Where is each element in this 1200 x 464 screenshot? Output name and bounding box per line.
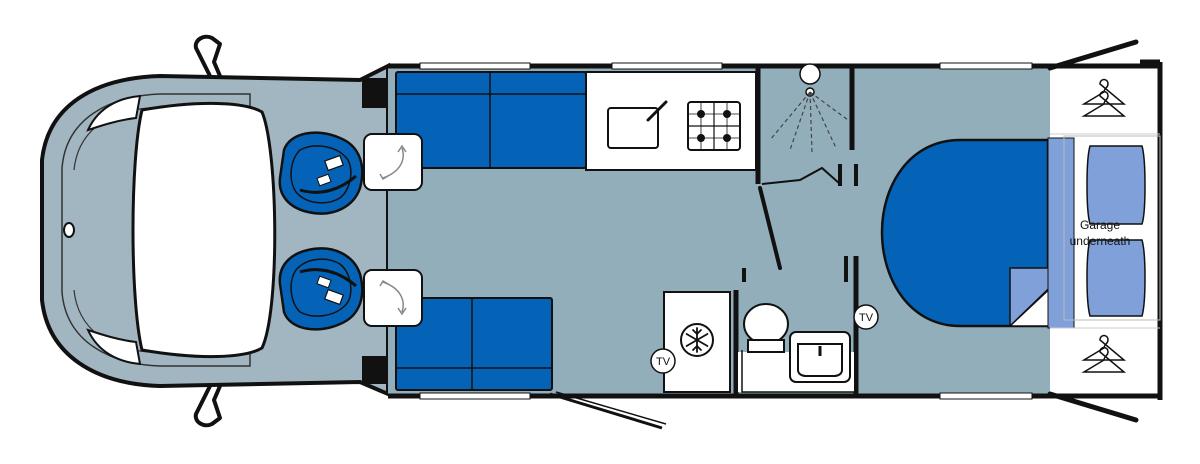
- driver-seat: [278, 131, 364, 215]
- entrance-door: [549, 392, 663, 430]
- hanger-icon: [1081, 346, 1127, 373]
- sink: [607, 107, 659, 149]
- window-top-3: [939, 62, 1033, 70]
- tv-label: TV: [656, 356, 671, 368]
- fridge: TV: [650, 291, 731, 393]
- tv-icon: [853, 304, 879, 330]
- passenger-seat: [278, 247, 364, 331]
- mirror-left: [193, 34, 222, 77]
- tv-label: TV: [859, 312, 874, 324]
- shower-head: [799, 63, 821, 85]
- lounge-seating: [363, 71, 587, 391]
- island-bed: Garage underneath: [880, 135, 1161, 329]
- windscreen: [131, 101, 277, 359]
- badge-emblem: [63, 222, 75, 238]
- sofa-bottom: [395, 297, 553, 391]
- shower-room: [755, 63, 858, 270]
- shower-screen: [761, 166, 841, 185]
- hanger-icon: [1081, 90, 1127, 117]
- washroom: [733, 256, 859, 394]
- hob-burner: [723, 134, 731, 142]
- window-bottom-2: [939, 392, 1033, 400]
- garage-door-bottom: [1047, 391, 1139, 423]
- window-top-1: [419, 62, 531, 70]
- mattress: [880, 138, 1050, 328]
- sofa-top: [395, 71, 587, 169]
- pillar-top: [362, 78, 386, 108]
- hob-burner: [697, 134, 705, 142]
- window-bottom-1: [419, 392, 531, 400]
- garage-label-line1: Garage: [1080, 218, 1120, 232]
- pillow-top: [1086, 145, 1146, 225]
- headlight-right: [86, 328, 142, 366]
- wardrobe-bottom: [1081, 334, 1127, 373]
- mirror-right: [193, 385, 222, 428]
- cab: [40, 34, 390, 428]
- tap: [646, 100, 668, 122]
- garage-label-line2: underneath: [1070, 234, 1131, 248]
- wardrobe-top: [1081, 78, 1127, 117]
- pillar-bottom: [362, 356, 386, 384]
- shower-door: [758, 186, 782, 270]
- dashboard-outline: [61, 93, 251, 367]
- headlight-left: [86, 94, 142, 132]
- tv-icon: [650, 348, 676, 374]
- hob-burner: [723, 110, 731, 118]
- garage-door-top: [1047, 39, 1139, 71]
- swivel-table-top: [363, 133, 423, 191]
- toilet: [743, 303, 789, 345]
- bed-headboard-strip: [1047, 137, 1075, 329]
- swivel-table-bottom: [363, 269, 423, 327]
- kitchen: [585, 71, 757, 171]
- living-area: TV TV Garage underneath: [278, 39, 1163, 430]
- pillow-bottom: [1086, 239, 1146, 317]
- window-top-2: [611, 62, 723, 70]
- hob-burner: [697, 110, 705, 118]
